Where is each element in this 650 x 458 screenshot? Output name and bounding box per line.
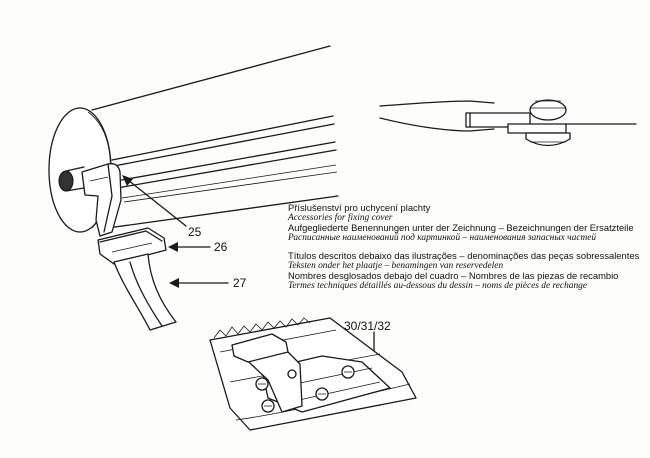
- callout-26: 26: [214, 240, 228, 254]
- strap-27: [113, 253, 177, 331]
- legend-russian: Расписанные наименований под картинкой –…: [288, 233, 597, 243]
- legend-portuguese: Títulos descritos debaixo das ilustraçõe…: [288, 250, 640, 261]
- axle-pin: [58, 166, 85, 192]
- callout-30-31-32: 30/31/32: [344, 319, 391, 333]
- hook-clip-25: [81, 163, 122, 237]
- roller-tube: [48, 45, 339, 233]
- leader-lines: [122, 175, 379, 364]
- legend-german: Aufgegliederte Benennungen unter der Zei…: [288, 222, 634, 233]
- callout-27: 27: [233, 276, 247, 290]
- legend-czech: Příslušenství pro uchycení plachty: [288, 202, 431, 213]
- cross-section-detail: [379, 99, 637, 147]
- cover-fabric-detail: [209, 317, 417, 431]
- legend-english: Accessories for fixing cover: [288, 213, 393, 223]
- multilingual-legend: Příslušenství pro uchycení plachty Acces…: [288, 202, 643, 292]
- legend-french: Termes techniques détaillés au-dessous d…: [288, 281, 587, 291]
- legend-spanish: Nombres desglosados debajo del cuadro – …: [288, 270, 619, 281]
- strap-buckle-26: [97, 227, 167, 265]
- callout-25: 25: [188, 225, 202, 239]
- legend-dutch: Teksten onder het plaatje – benamingen v…: [288, 261, 504, 271]
